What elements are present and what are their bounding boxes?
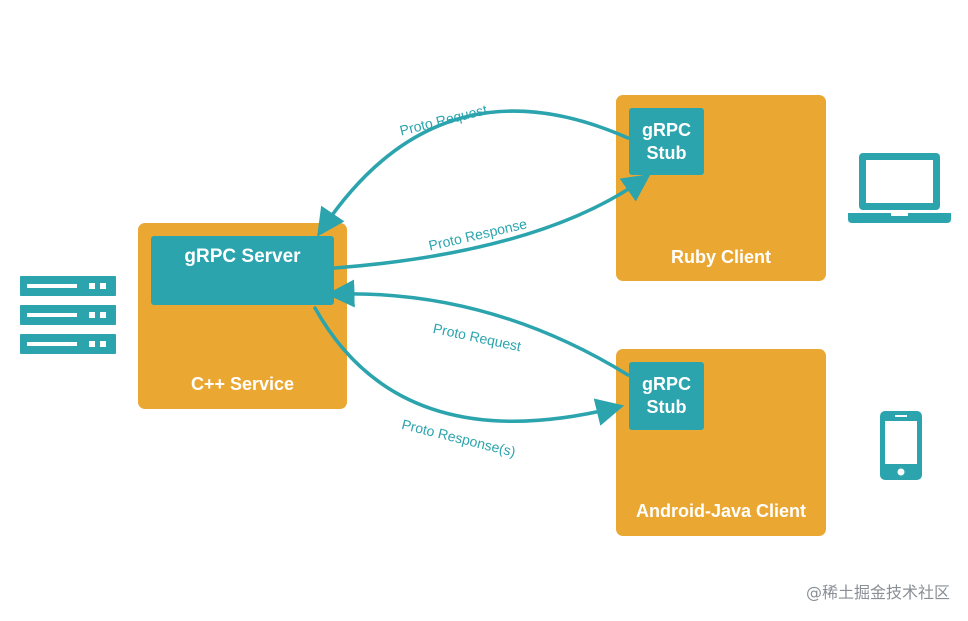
ruby-client-box: gRPC Stub Ruby Client [616,95,826,281]
edge-ruby-response [333,173,651,270]
ruby-client-label: Ruby Client [670,247,771,267]
grpc-server-box: gRPC Server [151,236,334,305]
cpp-service-label: C++ Service [190,374,295,394]
edge-android-request [326,279,630,377]
android-client-box: gRPC Stub Android-Java Client [616,349,826,536]
android-grpc-stub: gRPC Stub [629,362,704,430]
cpp-service-box: gRPC Server C++ Service [138,223,347,409]
edge-android-response [313,306,625,426]
grpc-server-label: gRPC Server [184,246,301,267]
edge-ruby-request [317,109,630,237]
watermark-text: @稀土掘金技术社区 [805,583,950,602]
laptop-icon [848,153,951,223]
ruby-grpc-stub: gRPC Stub [629,108,704,175]
server-rack-icon [20,276,116,354]
android-client-label: Android-Java Client [635,501,807,521]
smartphone-icon [880,411,922,480]
